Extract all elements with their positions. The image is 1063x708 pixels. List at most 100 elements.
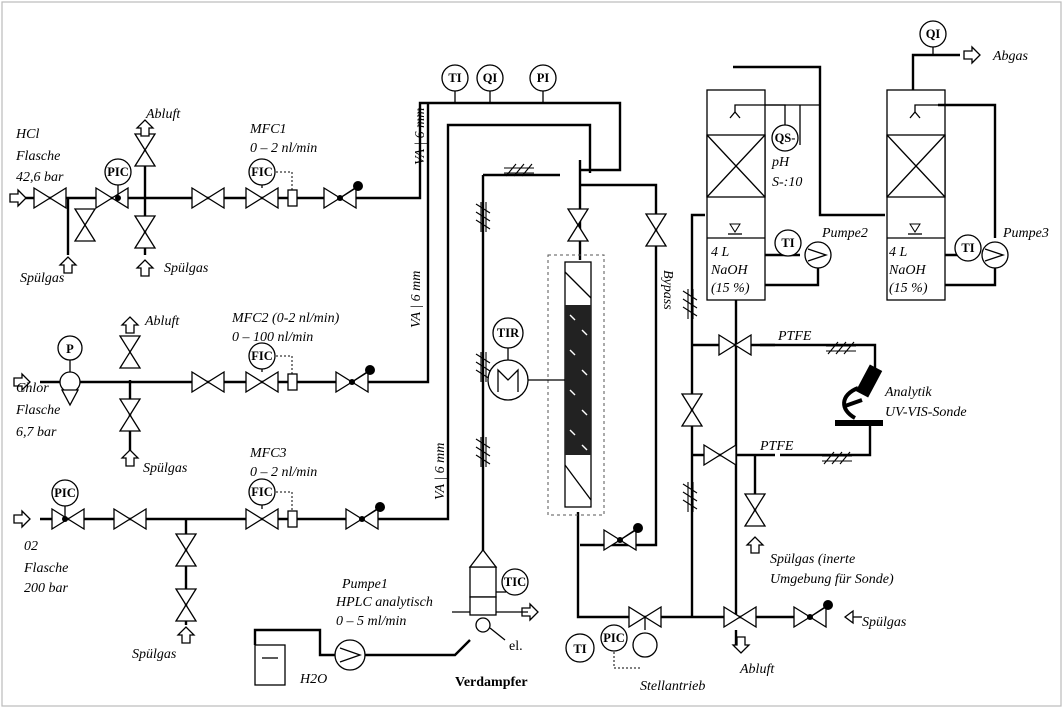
pump3 xyxy=(981,241,1009,269)
o2-label-1: 02 xyxy=(24,539,38,554)
ti-outlet-tag: TI xyxy=(565,633,595,663)
spuelgas-chlor-label: Spülgas xyxy=(143,461,188,476)
pump2 xyxy=(804,241,832,269)
svg-text:PIC: PIC xyxy=(603,631,625,645)
svg-text:TI: TI xyxy=(573,642,586,656)
mfc2-label-2: 0 – 100 nl/min xyxy=(232,330,313,345)
scrubber2-conc: (15 %) xyxy=(889,281,928,296)
fic-mfc2-tag: FIC xyxy=(248,342,276,372)
stellantrieb-label: Stellantrieb xyxy=(640,679,705,694)
svg-text:TI: TI xyxy=(961,241,974,255)
mfc2-label-1: MFC2 (0-2 nl/min) xyxy=(231,311,340,326)
instrument-tags[interactable]: PIC FIC P FIC PIC FIC TI QI PI TIR TIC T… xyxy=(51,20,982,663)
heater xyxy=(487,348,565,401)
hcl-label-2: Flasche xyxy=(15,149,60,164)
qi-exhaust-tag: QI xyxy=(919,20,947,55)
pipe-label-3: VA | 6 mm xyxy=(433,443,448,500)
bypass-label: Bypass xyxy=(660,270,675,310)
spuelgas-inert-label-1: Spülgas (inerte xyxy=(770,552,855,567)
pic-o2-tag: PIC xyxy=(51,479,79,522)
svg-text:QI: QI xyxy=(926,27,941,41)
ti-header-tag: TI xyxy=(441,64,469,103)
mfc-units xyxy=(261,171,298,528)
svg-text:TI: TI xyxy=(448,71,461,85)
flow-arrows[interactable] xyxy=(9,46,981,654)
ph-label-1: pH xyxy=(771,155,790,170)
spuelgas-inert-label-2: Umgebung für Sonde) xyxy=(770,572,894,587)
svg-text:QI: QI xyxy=(483,71,498,85)
analytik-label-1: Analytik xyxy=(884,385,932,400)
tir-reactor-tag: TIR xyxy=(492,317,524,349)
svg-text:TIR: TIR xyxy=(497,326,520,340)
pic-outlet-tag: PIC xyxy=(600,624,628,652)
verdampfer-label: Verdampfer xyxy=(455,675,528,690)
scrubber-2 xyxy=(886,89,997,301)
hcl-label-1: HCl xyxy=(15,127,39,142)
svg-text:TI: TI xyxy=(781,236,794,250)
o2-label-3: 200 bar xyxy=(24,581,69,596)
chlor-label-1: Chlor xyxy=(16,381,49,396)
svg-text:PIC: PIC xyxy=(54,486,76,500)
scrubber2-vol: 4 L xyxy=(889,245,908,260)
tic-evaporator-tag: TIC xyxy=(501,568,529,596)
svg-text:P: P xyxy=(66,342,74,356)
scrubber2-medium: NaOH xyxy=(888,263,926,278)
svg-text:FIC: FIC xyxy=(251,485,273,499)
ph-label-2: S-:10 xyxy=(772,175,802,190)
pipe-label-2: VA | 6 mm xyxy=(409,271,424,328)
mfc1-label-1: MFC1 xyxy=(249,122,287,137)
svg-text:FIC: FIC xyxy=(251,165,273,179)
evaporator xyxy=(452,548,528,641)
reactor xyxy=(547,254,605,516)
abluft-bottom-label: Abluft xyxy=(739,662,775,677)
mfc3-label-2: 0 – 2 nl/min xyxy=(250,465,317,480)
scrubber1-vol: 4 L xyxy=(711,245,730,260)
pi-header-tag: PI xyxy=(529,64,557,103)
p-chlor-tag: P xyxy=(57,335,83,361)
chlor-label-2: Flasche xyxy=(15,403,60,418)
uv-vis-probe xyxy=(835,364,883,426)
qs-ph-tag: QS- xyxy=(771,124,799,152)
pic-hcl-tag: PIC xyxy=(104,158,132,201)
pumpe1-label-3: 0 – 5 ml/min xyxy=(336,614,406,629)
svg-text:TIC: TIC xyxy=(504,575,526,589)
abluft-chlor-label: Abluft xyxy=(144,314,180,329)
spuelgas-o2-label: Spülgas xyxy=(132,647,177,662)
mfc1-label-2: 0 – 2 nl/min xyxy=(250,141,317,156)
labels: HCl Flasche 42,6 bar Spülgas Abluft Spül… xyxy=(15,49,1049,694)
chlor-label-3: 6,7 bar xyxy=(16,425,57,440)
o2-label-2: Flasche xyxy=(23,561,68,576)
abluft-hcl-label: Abluft xyxy=(145,107,181,122)
abgas-label: Abgas xyxy=(992,49,1029,64)
hcl-label-3: 42,6 bar xyxy=(16,170,64,185)
h2o-label: H2O xyxy=(299,672,327,687)
spuelgas-hcl-label: Spülgas xyxy=(20,271,65,286)
ptfe-label-1: PTFE xyxy=(777,329,812,344)
spuelgas-hcl2-label: Spülgas xyxy=(164,261,209,276)
fic-mfc1-tag: FIC xyxy=(248,158,276,186)
scrubber1-medium: NaOH xyxy=(710,263,748,278)
fic-mfc3-tag: FIC xyxy=(248,478,276,509)
chlor-cylinder xyxy=(59,358,81,407)
el-label: el. xyxy=(509,639,523,654)
mfc3-label-1: MFC3 xyxy=(249,446,287,461)
svg-text:FIC: FIC xyxy=(251,349,273,363)
analytik-label-2: UV-VIS-Sonde xyxy=(885,405,967,420)
pumpe2-label: Pumpe2 xyxy=(821,226,868,241)
qi-header-tag: QI xyxy=(476,64,504,103)
spuelgas-right-label: Spülgas xyxy=(862,615,907,630)
ti-scrubber1-tag: TI xyxy=(774,229,802,257)
ti-scrubber2-tag: TI xyxy=(954,234,982,262)
pump1 xyxy=(334,639,366,671)
process-pipes xyxy=(22,53,960,657)
pipe-label-1: VA | 6 mm xyxy=(413,108,428,165)
pumpe1-label-1: Pumpe1 xyxy=(341,577,388,592)
svg-text:QS-: QS- xyxy=(775,131,796,145)
scrubber1-conc: (15 %) xyxy=(711,281,750,296)
pumpe3-label: Pumpe3 xyxy=(1002,226,1049,241)
water-reservoir xyxy=(254,644,286,686)
actuator xyxy=(613,617,658,669)
svg-text:PIC: PIC xyxy=(107,165,129,179)
